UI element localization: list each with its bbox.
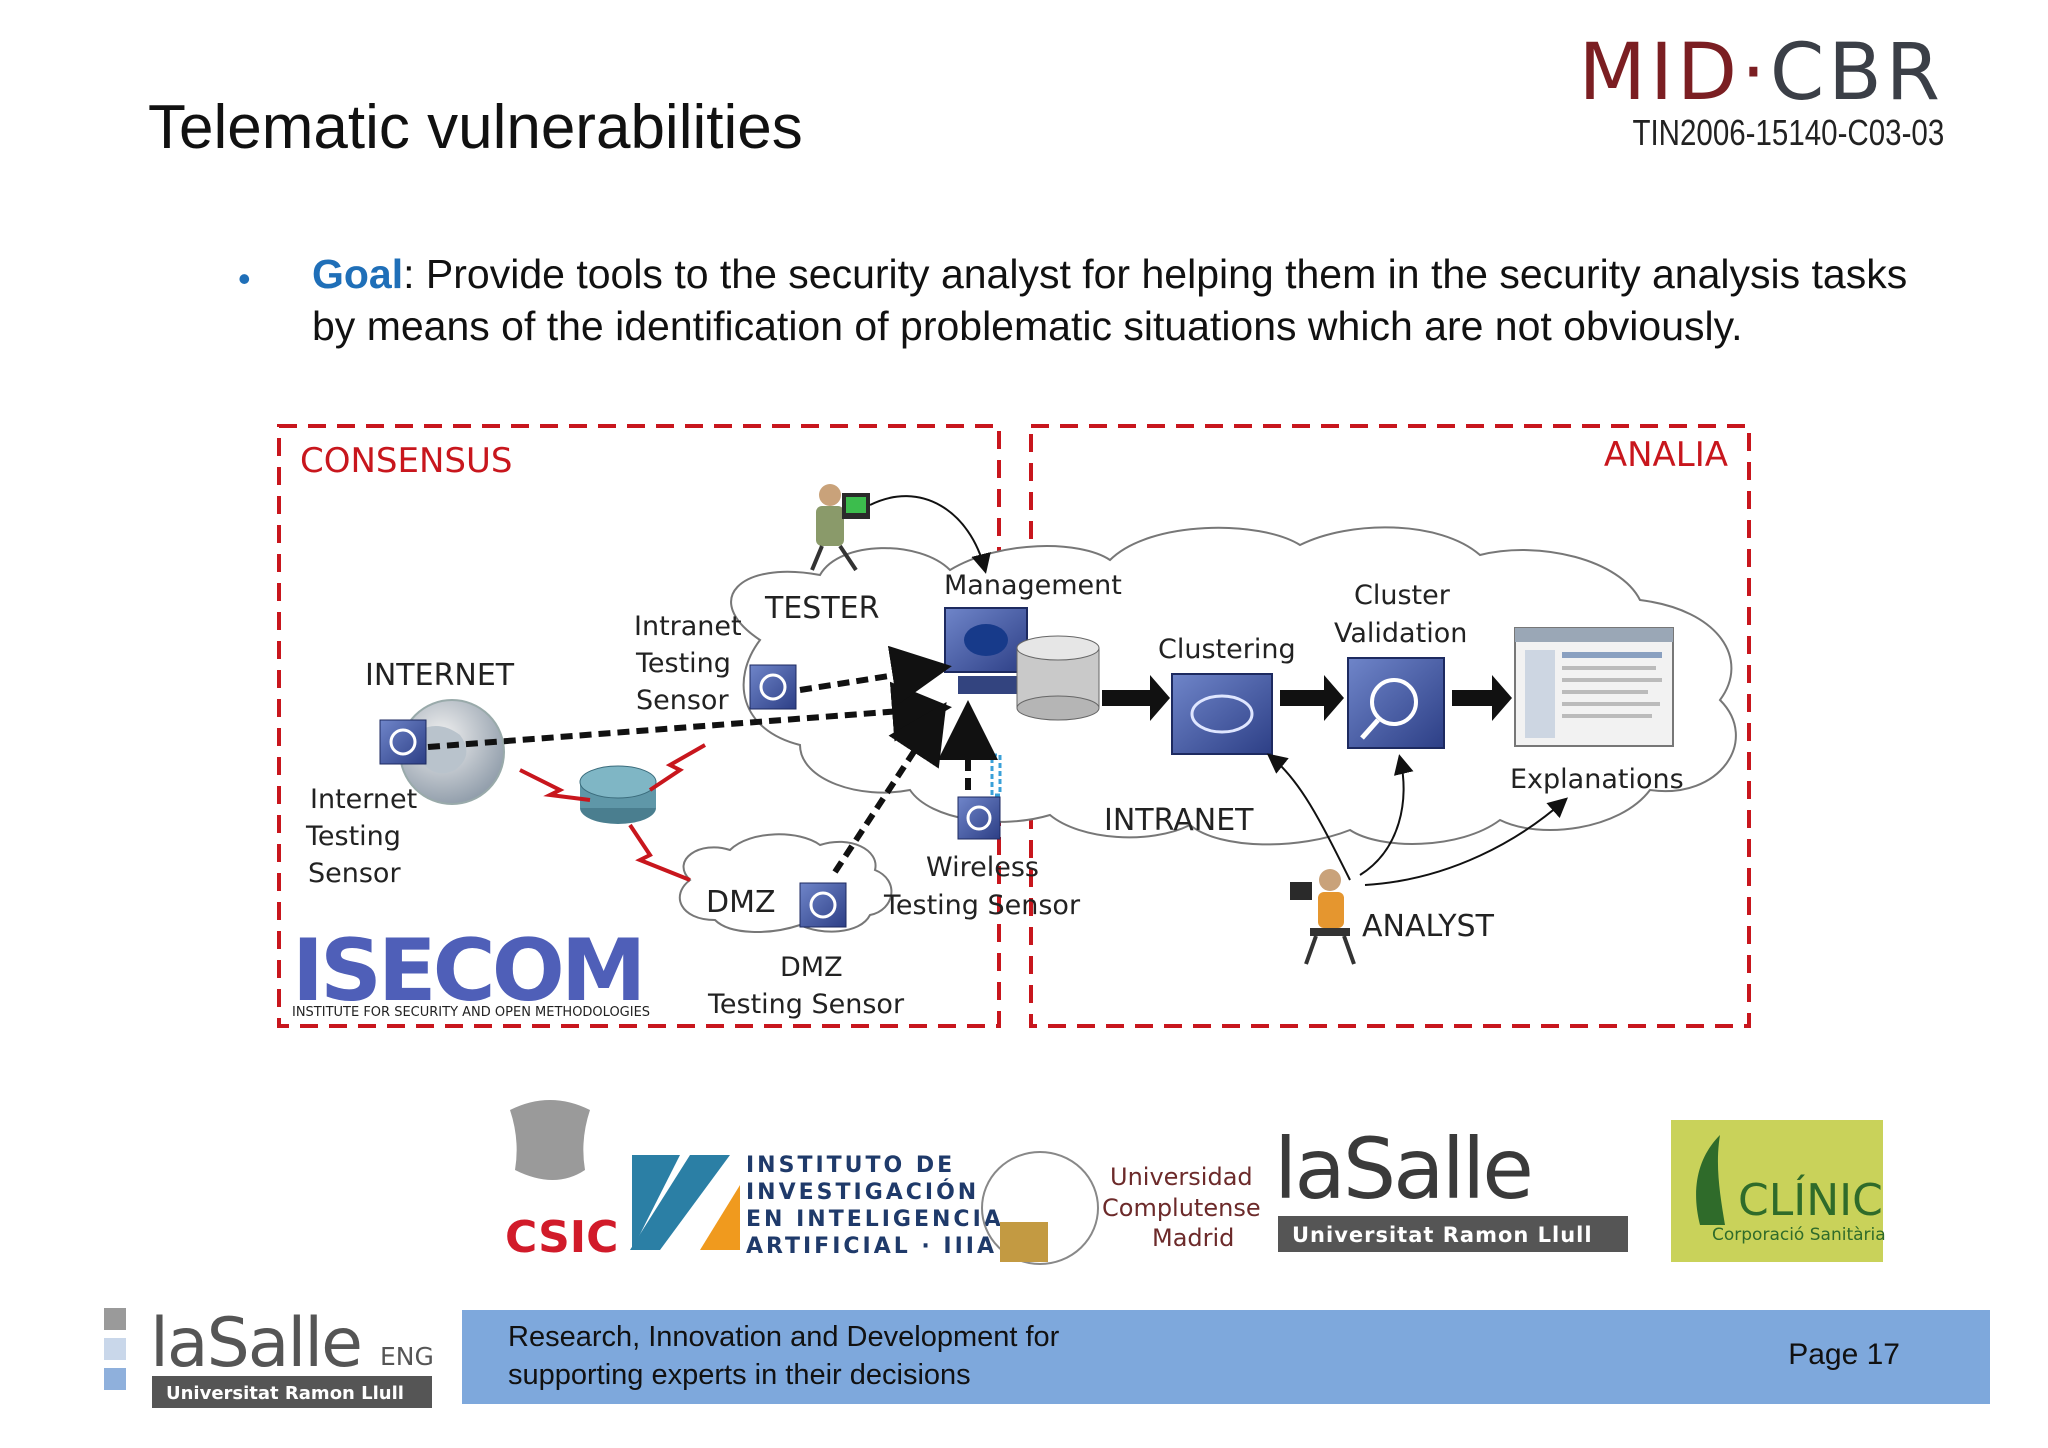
clustering-icon <box>1171 673 1273 755</box>
flow-arrows <box>1102 675 1512 721</box>
analyst-arrows <box>1266 753 1568 886</box>
iiia-logo: INSTITUTO DE INVESTIGACIÓN EN INTELIGENC… <box>630 1153 1004 1259</box>
iiia-line-4: ARTIFICIAL · IIIA <box>746 1234 997 1259</box>
clinic-logo: CLÍNIC Corporació Sanitària <box>1671 1120 1886 1262</box>
goal-text: : Provide tools to the security analyst … <box>312 251 1908 349</box>
internet-sensor-label-3: Sensor <box>308 858 401 889</box>
logo-square-1 <box>104 1308 126 1330</box>
explanations-document-icon <box>1514 627 1674 747</box>
ucm-logo: Universidad Complutense Madrid <box>981 1151 1261 1265</box>
explanations-label: Explanations <box>1510 764 1684 795</box>
management-label: Management <box>944 570 1122 601</box>
management-console-icon <box>944 607 1028 694</box>
footer-bar <box>462 1310 1990 1404</box>
intranet-sensor-icon <box>749 664 797 710</box>
internet-sensor-icon <box>379 719 427 765</box>
csic-text: CSIC <box>505 1212 618 1263</box>
sensor-data-arrows <box>427 645 998 874</box>
isecom-logo: ISECOM <box>292 921 643 1021</box>
cluster-validation-label-1: Cluster <box>1354 580 1451 611</box>
slide-title: Telematic vulnerabilities <box>148 93 803 162</box>
isecom-subtitle: INSTITUTE FOR SECURITY AND OPEN METHODOL… <box>292 1005 650 1020</box>
clinic-sub: Corporació Sanitària <box>1712 1225 1886 1245</box>
iiia-line-2: INVESTIGACIÓN <box>746 1179 979 1205</box>
logo-square-2 <box>104 1338 126 1360</box>
cluster-validation-icon <box>1347 657 1445 749</box>
analyst-label: ANALYST <box>1362 909 1495 944</box>
lasalle-partner-logo: laSalle Universitat Ramon Llull <box>1274 1120 1628 1252</box>
link-router-dmz <box>628 823 691 882</box>
goal-paragraph: Goal: Provide tools to the security anal… <box>312 248 1912 352</box>
logo-cbr-text: CBR <box>1769 28 1944 118</box>
wireless-sensor-label-1: Wireless <box>926 852 1039 883</box>
intranet-label: INTRANET <box>1104 803 1254 838</box>
intranet-sensor-label-2: Testing <box>635 648 731 679</box>
intranet-sensor-label-3: Sensor <box>636 685 729 716</box>
intranet-sensor-label-1: Intranet <box>634 611 742 642</box>
ucm-line-2: Complutense <box>1102 1194 1261 1222</box>
clinic-name: CLÍNIC <box>1738 1173 1883 1226</box>
link-router-intranet <box>648 743 706 792</box>
analia-label: ANALIA <box>1604 435 1728 475</box>
wireless-sensor-label-2: Testing Sensor <box>883 890 1081 921</box>
tester-label: TESTER <box>764 591 879 626</box>
wireless-sensor-icon <box>957 753 1002 840</box>
lasalle-partner-sub: Universitat Ramon Llull <box>1292 1223 1593 1247</box>
footer-lasalle-name: laSalle <box>150 1304 361 1383</box>
ucm-line-1: Universidad <box>1110 1163 1253 1191</box>
footer-university: Universitat Ramon Llull <box>166 1383 404 1404</box>
internet-sensor-label-1: Internet <box>310 784 417 815</box>
lasalle-partner-name: laSalle <box>1274 1120 1531 1218</box>
logo-dot: · <box>1741 28 1770 118</box>
database-icon <box>1016 635 1100 721</box>
csic-logo: CSIC <box>505 1100 618 1263</box>
internet-label: INTERNET <box>365 658 515 693</box>
dmz-sensor-icon <box>799 882 847 928</box>
goal-label: Goal <box>312 251 404 297</box>
footer-eng: ENG <box>380 1342 434 1371</box>
footer-tagline: Research, Innovation and Development for… <box>508 1318 1059 1394</box>
consensus-label: CONSENSUS <box>300 441 512 481</box>
logo-square-3 <box>104 1368 126 1390</box>
globe-land <box>420 726 467 774</box>
link-internet-router <box>519 768 591 802</box>
bullet-icon: • <box>238 258 251 299</box>
mid-cbr-logo: MID·CBR <box>1579 28 1944 118</box>
page-number: Page 17 <box>1788 1338 1900 1371</box>
footer-tagline-line-2: supporting experts in their decisions <box>508 1359 971 1391</box>
project-code: TIN2006-15140-C03-03 <box>1632 112 1944 153</box>
internet-sensor-label-2: Testing <box>305 821 401 852</box>
ucm-line-3: Madrid <box>1152 1224 1234 1252</box>
tester-person-icon <box>810 484 870 572</box>
clustering-label: Clustering <box>1158 634 1296 665</box>
dmz-sensor-label-2: Testing Sensor <box>707 989 905 1020</box>
dmz-sensor-label-1: DMZ <box>780 952 843 983</box>
tester-arrow <box>869 495 991 574</box>
lasalle-footer-logo: laSalle ENG Universitat Ramon Llull <box>104 1304 434 1408</box>
analyst-person-icon <box>1290 869 1356 965</box>
cluster-validation-label-2: Validation <box>1334 618 1467 649</box>
logo-mid-text: MID <box>1578 28 1742 118</box>
iiia-line-3: EN INTELIGENCIA <box>746 1207 1004 1232</box>
iiia-line-1: INSTITUTO DE <box>746 1153 955 1178</box>
footer-tagline-line-1: Research, Innovation and Development for <box>508 1321 1060 1353</box>
dmz-label: DMZ <box>706 885 776 920</box>
